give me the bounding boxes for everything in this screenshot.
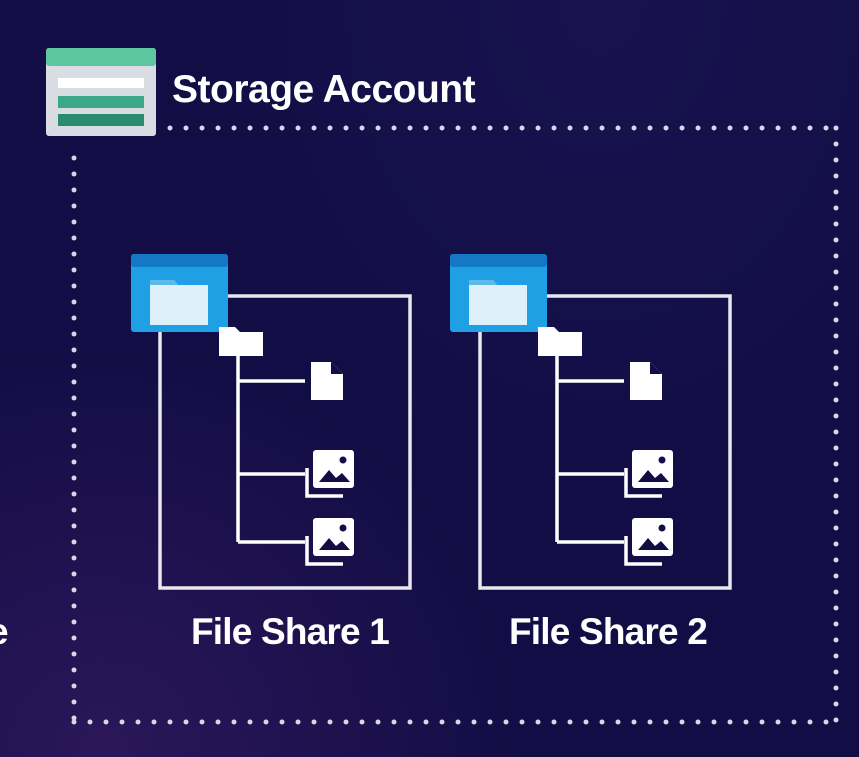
storage-account-title: Storage Account bbox=[172, 68, 476, 111]
file-share-icon bbox=[450, 254, 547, 332]
folder-icon bbox=[219, 327, 263, 356]
images-icon bbox=[624, 518, 673, 566]
images-icon bbox=[624, 450, 673, 498]
storage-account-boundary bbox=[71, 125, 843, 725]
file-share-2 bbox=[450, 254, 732, 590]
file-share-icon bbox=[131, 254, 228, 332]
images-icon bbox=[305, 450, 354, 498]
cropped-edge-text: e bbox=[0, 611, 9, 653]
storage-account-icon bbox=[46, 48, 156, 136]
file-share-boundary bbox=[158, 294, 412, 590]
document-icon bbox=[311, 362, 343, 400]
file-share-2-label: File Share 2 bbox=[508, 611, 708, 652]
file-share-1 bbox=[131, 254, 412, 590]
tree-connectors bbox=[236, 355, 305, 544]
file-share-boundary bbox=[478, 294, 732, 590]
document-icon bbox=[630, 362, 662, 400]
images-icon bbox=[305, 518, 354, 566]
file-share-1-label: File Share 1 bbox=[190, 611, 390, 652]
folder-icon bbox=[538, 327, 582, 356]
tree-connectors bbox=[555, 355, 624, 544]
